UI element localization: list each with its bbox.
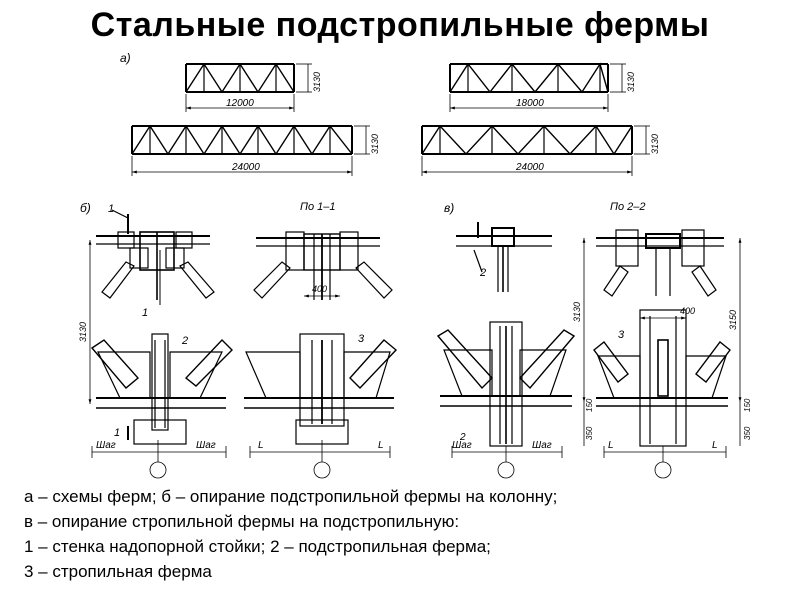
dim-label-24000-left: 24000: [231, 162, 260, 173]
detail-b-right-top: [253, 231, 393, 300]
detail-b-left-bottom: [90, 333, 233, 445]
panel-label-v: в): [444, 201, 454, 215]
dim-label-400-v: 400: [680, 306, 695, 316]
dim-label-h3: 3130: [370, 134, 380, 154]
dim-label-12000: 12000: [226, 98, 254, 109]
page-title: Стальные подстропильные фермы: [90, 6, 710, 44]
axis-line-v-left: [451, 446, 563, 479]
detail-v-right-top: [596, 229, 724, 297]
callout-1-top: 1: [108, 203, 114, 215]
dim-label-24000-right: 24000: [515, 162, 544, 173]
section-label-1: По 1–1: [300, 201, 336, 213]
truss-24000-left: [131, 124, 353, 156]
axis-label-shag-1: Шаг: [96, 440, 116, 451]
caption-line-2: в – опирание стропильной фермы на подстр…: [24, 512, 460, 531]
dim-12000: [185, 63, 312, 112]
axis-label-shag-2: Шаг: [196, 440, 216, 451]
detail-v-left-top: [456, 222, 552, 292]
truss-12000: [185, 62, 295, 94]
dim-label-150-v-left: 150: [585, 398, 594, 412]
callout-2-v-top: 2: [479, 267, 486, 279]
dim-label-h4: 3130: [650, 134, 660, 154]
axis-label-shag-3: Шаг: [452, 440, 472, 451]
callout-1-bottom: 1: [114, 427, 120, 439]
axis-label-L-2: L: [378, 440, 384, 451]
section-label-2: По 2–2: [610, 201, 646, 213]
callout-2-v-bottom: 2: [459, 432, 466, 443]
axis-label-L-1: L: [258, 440, 264, 451]
caption-line-1: а – схемы ферм; б – опирание подстропиль…: [24, 487, 558, 506]
detail-b-left-top: [96, 209, 215, 305]
panel-label-b: б): [80, 201, 91, 215]
dim-18000: [449, 63, 626, 112]
truss-18000: [449, 62, 609, 94]
dim-label-3130-b: 3130: [78, 322, 88, 342]
axis-line-b-right: [249, 440, 391, 479]
axis-label-L-4: L: [712, 440, 718, 451]
callout-1-mid: 1: [142, 307, 148, 319]
dim-label-18000: 18000: [516, 98, 544, 109]
dim-label-150-v-right: 150: [743, 398, 752, 412]
detail-v-left-bottom: [436, 321, 576, 447]
panel-label-a: а): [120, 51, 131, 65]
caption-line-4: 3 – стропильная ферма: [24, 562, 212, 581]
dim-label-400-b: 400: [312, 284, 327, 294]
callout-3-v: 3: [618, 329, 625, 341]
axis-line-v-right: [603, 446, 727, 479]
detail-b-right-bottom: [244, 333, 398, 445]
callout-3-b: 3: [358, 333, 365, 345]
callout-2-b: 2: [181, 335, 188, 347]
dim-label-3150: 3150: [728, 310, 738, 330]
axis-line-b-left: [91, 440, 227, 479]
truss-drawing: а) 12000 3130 18000 3130: [78, 51, 752, 479]
dim-label-3130-v: 3130: [572, 302, 582, 322]
dim-24000-right: [421, 125, 650, 176]
axis-label-L-3: L: [608, 440, 614, 451]
dim-label-350-v-left: 350: [585, 426, 594, 440]
detail-v-right-bottom: [593, 309, 731, 447]
axis-label-shag-4: Шаг: [532, 440, 552, 451]
dim-label-350-v-right: 350: [743, 426, 752, 440]
dim-label-h1: 3130: [312, 72, 322, 92]
dim-label-h2: 3130: [626, 72, 636, 92]
truss-24000-right: [421, 124, 633, 156]
dim-24000-left: [131, 125, 370, 176]
caption-line-3: 1 – стенка надопорной стойки; 2 – подстр…: [24, 537, 491, 556]
figure-caption: а – схемы ферм; б – опирание подстропиль…: [24, 484, 784, 584]
